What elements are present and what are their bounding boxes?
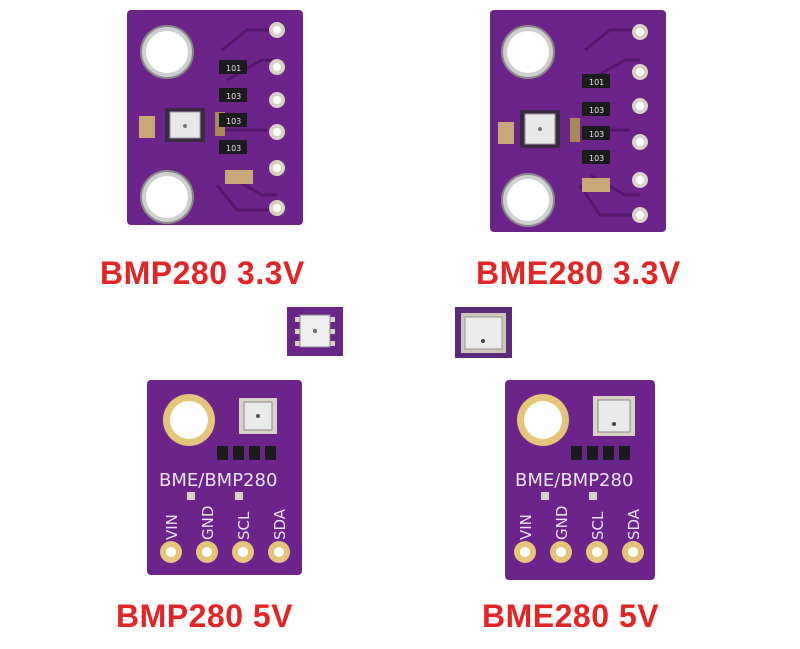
resistor-code: 103 [589, 106, 604, 115]
bmp280-chip-closeup [287, 307, 343, 361]
caption-bmp280-3v3: BMP280 3.3V [100, 255, 305, 291]
caption-bme280-3v3: BME280 3.3V [476, 255, 681, 291]
pin-label-vin: VIN [163, 514, 181, 540]
resistor-code: 103 [226, 117, 241, 126]
resistor-code: 103 [589, 154, 604, 163]
pin-label-sda: SDA [625, 508, 643, 540]
module-label: BME/BMP280 [159, 470, 277, 491]
bmp280-3v3-board: 101 103 103 103 [127, 10, 303, 225]
bmp280-5v-board: BME/BMP280 VIN GND SCL SDA [147, 380, 302, 575]
caption-bmp280-5v: BMP280 5V [116, 598, 294, 634]
bme280-chip-closeup [455, 307, 512, 363]
pin-label-gnd: GND [553, 506, 571, 540]
resistor-code: 103 [226, 144, 241, 153]
resistor-code: 101 [226, 64, 241, 73]
resistor-code: 103 [226, 92, 241, 101]
pin-label-scl: SCL [235, 511, 253, 540]
bme280-3v3-board: 101 103 103 103 [490, 10, 666, 232]
bme280-5v-board: BME/BMP280 VIN GND SCL SDA [505, 380, 655, 580]
caption-bme280-5v: BME280 5V [482, 598, 660, 634]
pin-label-gnd: GND [199, 506, 217, 540]
pin-label-scl: SCL [589, 511, 607, 540]
module-label: BME/BMP280 [515, 470, 633, 491]
pin-label-sda: SDA [271, 508, 289, 540]
resistor-code: 101 [589, 78, 604, 87]
resistor-code: 103 [589, 130, 604, 139]
pin-label-vin: VIN [517, 514, 535, 540]
